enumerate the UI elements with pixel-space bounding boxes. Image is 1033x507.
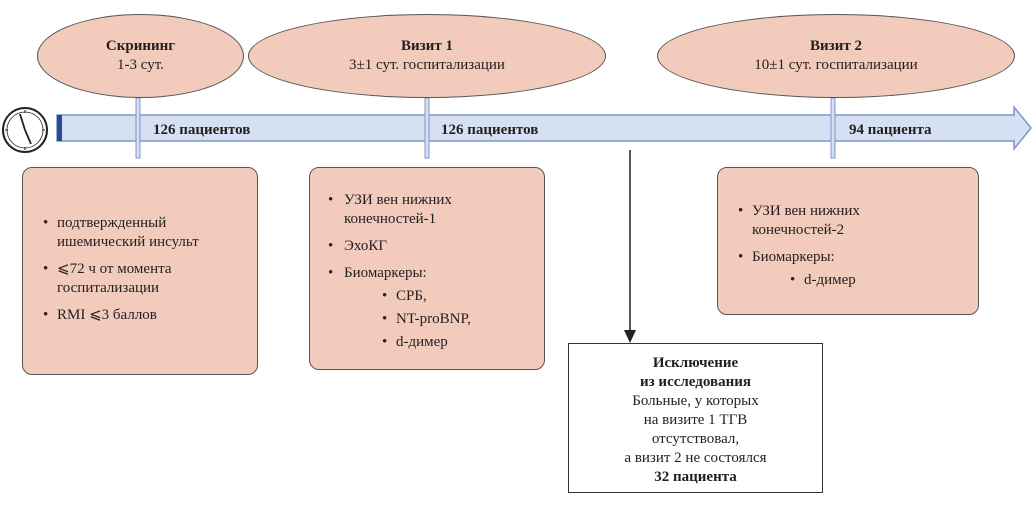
timeline-tick-visit1 [424,97,430,159]
exclusion-title: Исключение [652,355,739,371]
list-item: • УЗИ вен нижних конечностей-2 [718,202,978,240]
bullet-icon: • [328,265,334,281]
list-item: • подтвержденный ишемический инсульт [23,214,257,252]
bullet-icon: • [382,334,388,350]
stage-subtitle: 1-3 сут. [117,57,164,73]
list-item-text: ЭхоКГ [344,238,388,254]
stage-visit1: Визит 1 3±1 сут. госпитализации [248,14,606,98]
stage-title: Визит 1 [401,38,453,54]
exclusion-text: а визит 2 не состоялся [624,450,767,466]
list-item: • Биомаркеры: [718,248,978,267]
bullet-icon: • [43,261,49,277]
exclusion-text: отсутствовал, [651,431,740,447]
screening-criteria-box: • подтвержденный ишемический инсульт • ⩽72… [22,167,258,375]
bullet-icon: • [738,249,744,265]
list-item: • RMI ⩽3 баллов [23,306,257,325]
list-item-text: Биомаркеры: [344,265,427,281]
list-item: • УЗИ вен нижних конечностей-1 [310,191,544,229]
bullet-icon: • [790,272,796,288]
timeline-arrow [56,104,1032,152]
list-item-text: NT-proBNP, [396,311,471,327]
list-item-text: СРБ, [396,288,427,304]
timeline-tick-screening [135,97,141,159]
stage-subtitle: 10±1 сут. госпитализации [754,57,918,73]
exclusion-arrow-head [624,330,636,343]
exclusion-title: из исследования [640,374,751,390]
visit1-procedures-box: • УЗИ вен нижних конечностей-1 • ЭхоКГ • Би… [309,167,545,370]
bullet-icon: • [43,215,49,231]
sub-list-item: • d-димер [310,333,544,352]
visit2-procedures-box: • УЗИ вен нижних конечностей-2 • Биомаркер… [717,167,979,315]
bullet-icon: • [328,192,334,208]
list-item-text: подтвержденный ишемический инсульт [57,215,199,250]
list-item-text: d-димер [396,334,448,350]
bullet-icon: • [328,238,334,254]
stage-title: Визит 2 [810,38,862,54]
stage-subtitle: 3±1 сут. госпитализации [349,57,505,73]
list-item-text: УЗИ вен нижних конечностей-1 [344,192,452,227]
bullet-icon: • [382,288,388,304]
bullet-icon: • [382,311,388,327]
exclusion-count: 32 пациента [654,469,737,485]
exclusion-box: Исключение из исследования Больные, у ко… [568,343,823,493]
list-item: • ЭхоКГ [310,237,544,256]
exclusion-text: Больные, у которых [632,393,759,409]
bullet-icon: • [738,203,744,219]
bullet-icon: • [43,307,49,323]
list-item-text: d-димер [804,272,856,288]
list-item-text: ⩽72 ч от момента госпитализации [57,261,172,296]
timeline-start-marker [57,115,62,141]
stage-title: Скрининг [105,38,176,54]
list-item: • ⩽72 ч от момента госпитализации [23,260,257,298]
count-screening: 126 пациентов [153,122,251,138]
sub-list-item: • d-димер [718,271,978,290]
exclusion-text: на визите 1 ТГВ [643,412,748,428]
list-item-text: Биомаркеры: [752,249,835,265]
list-item: • Биомаркеры: [310,264,544,283]
clock-icon [2,107,48,153]
list-item-text: УЗИ вен нижних конечностей-2 [752,203,860,238]
sub-list-item: • NT-proBNP, [310,310,544,329]
count-visit2: 94 пациента [849,122,932,138]
timeline-tick-visit2 [830,97,836,159]
count-visit1: 126 пациентов [441,122,539,138]
list-item-text: RMI ⩽3 баллов [57,307,157,323]
stage-screening: Скрининг 1-3 сут. [37,14,244,98]
stage-visit2: Визит 2 10±1 сут. госпитализации [657,14,1015,98]
sub-list-item: • СРБ, [310,287,544,306]
